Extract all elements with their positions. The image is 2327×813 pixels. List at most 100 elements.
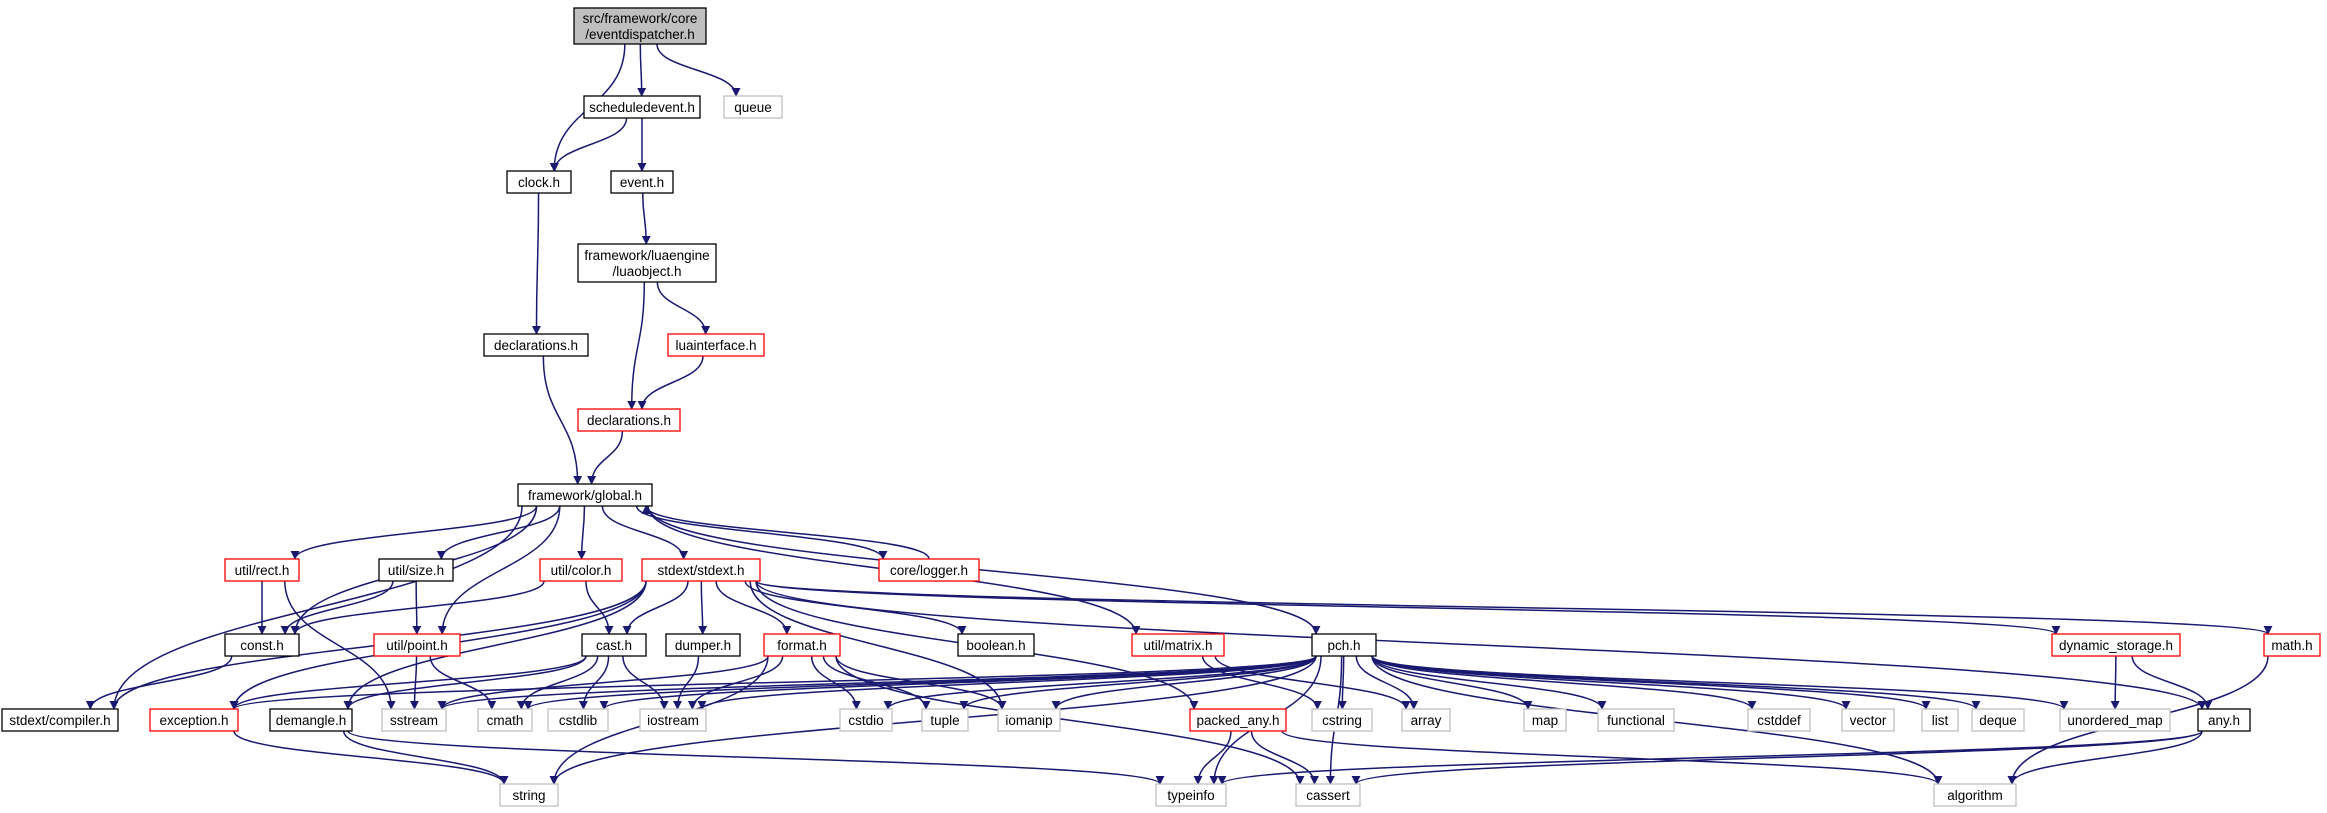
node-label: exception.h bbox=[159, 713, 228, 728]
node-scheduledevent[interactable]: scheduledevent.h bbox=[583, 95, 701, 119]
node-color[interactable]: util/color.h bbox=[539, 558, 623, 582]
node-label: iomanip bbox=[1005, 713, 1052, 728]
edge-pch-to-iomanip bbox=[1051, 655, 1317, 710]
edge-stdext-to-math bbox=[755, 580, 2273, 635]
node-box bbox=[381, 708, 447, 732]
node-map[interactable]: map bbox=[1523, 708, 1567, 732]
node-cstdlib[interactable]: cstdlib bbox=[547, 708, 609, 732]
node-declarations2[interactable]: declarations.h bbox=[577, 408, 681, 432]
node-rect[interactable]: util/rect.h bbox=[224, 558, 300, 582]
node-size[interactable]: util/size.h bbox=[378, 558, 454, 582]
node-tuple[interactable]: tuple bbox=[921, 708, 969, 732]
node-box bbox=[723, 95, 783, 119]
node-box bbox=[1155, 783, 1227, 807]
edge-cast-to-demangle bbox=[343, 655, 587, 710]
node-box bbox=[641, 558, 761, 582]
node-box bbox=[610, 170, 674, 194]
node-string[interactable]: string bbox=[499, 783, 559, 807]
node-label: vector bbox=[1850, 713, 1887, 728]
node-dynstorage[interactable]: dynamic_storage.h bbox=[2051, 633, 2181, 657]
node-box bbox=[763, 633, 841, 657]
node-boolean[interactable]: boolean.h bbox=[957, 633, 1035, 657]
node-label: const.h bbox=[240, 638, 284, 653]
node-math[interactable]: math.h bbox=[2263, 633, 2321, 657]
node-event[interactable]: event.h bbox=[610, 170, 674, 194]
node-box bbox=[2051, 633, 2181, 657]
edge-format-to-iostream bbox=[687, 655, 784, 710]
node-box bbox=[997, 708, 1061, 732]
node-box bbox=[149, 708, 239, 732]
node-const[interactable]: const.h bbox=[224, 633, 300, 657]
edge-packedany-to-typeinfo bbox=[1193, 730, 1232, 785]
node-sstream[interactable]: sstream bbox=[381, 708, 447, 732]
edge-any-to-typeinfo bbox=[1217, 730, 2203, 785]
node-label: cassert bbox=[1306, 788, 1350, 803]
node-stdext[interactable]: stdext/stdext.h bbox=[641, 558, 761, 582]
node-dumper[interactable]: dumper.h bbox=[665, 633, 741, 657]
node-label: dumper.h bbox=[675, 638, 731, 653]
node-queue[interactable]: queue bbox=[723, 95, 783, 119]
node-any[interactable]: any.h bbox=[2197, 708, 2251, 732]
edge-global-to-stdext bbox=[601, 505, 689, 560]
edge-global-to-pch bbox=[647, 505, 1321, 635]
node-cmath[interactable]: cmath bbox=[477, 708, 533, 732]
node-declarations1[interactable]: declarations.h bbox=[483, 333, 589, 357]
node-demangle[interactable]: demangle.h bbox=[269, 708, 353, 732]
node-iomanip[interactable]: iomanip bbox=[997, 708, 1061, 732]
node-box bbox=[839, 708, 893, 732]
node-box bbox=[581, 633, 647, 657]
node-box bbox=[2059, 708, 2171, 732]
node-typeinfo[interactable]: typeinfo bbox=[1155, 783, 1227, 807]
node-point[interactable]: util/point.h bbox=[373, 633, 461, 657]
edge-packedany-to-algorithm bbox=[1281, 730, 1943, 785]
node-label: deque bbox=[1979, 713, 2017, 728]
node-cassert[interactable]: cassert bbox=[1295, 783, 1361, 807]
node-cstdio[interactable]: cstdio bbox=[839, 708, 893, 732]
edge-eventdispatcher-to-scheduledevent bbox=[637, 43, 647, 97]
node-algorithm[interactable]: algorithm bbox=[1933, 783, 2017, 807]
node-global[interactable]: framework/global.h bbox=[517, 483, 653, 507]
node-list[interactable]: list bbox=[1921, 708, 1959, 732]
node-cstddef[interactable]: cstddef bbox=[1747, 708, 1811, 732]
node-label: stdext/compiler.h bbox=[9, 713, 110, 728]
node-deque[interactable]: deque bbox=[1971, 708, 2025, 732]
edge-scheduledevent-to-clock bbox=[549, 117, 628, 172]
node-box bbox=[1841, 708, 1895, 732]
node-box bbox=[2197, 708, 2251, 732]
node-compiler[interactable]: stdext/compiler.h bbox=[1, 708, 119, 732]
node-packedany[interactable]: packed_any.h bbox=[1189, 708, 1287, 732]
node-label: cmath bbox=[487, 713, 524, 728]
node-pch[interactable]: pch.h bbox=[1311, 633, 1377, 657]
node-luaobject[interactable]: framework/luaengine/luaobject.h bbox=[577, 243, 717, 283]
edge-pch-to-cstdlib bbox=[599, 655, 1317, 710]
node-cast[interactable]: cast.h bbox=[581, 633, 647, 657]
node-array[interactable]: array bbox=[1401, 708, 1451, 732]
node-box bbox=[1189, 708, 1287, 732]
edge-pch-to-unorderedmap bbox=[1371, 655, 2069, 710]
dependency-nodes: src/framework/core/eventdispatcher.h sche… bbox=[1, 7, 2321, 807]
node-matrix[interactable]: util/matrix.h bbox=[1131, 633, 1225, 657]
node-vector[interactable]: vector bbox=[1841, 708, 1895, 732]
edge-global-to-rect bbox=[290, 505, 538, 560]
edge-pch-to-tuple bbox=[959, 655, 1317, 710]
node-label: framework/luaengine bbox=[584, 248, 709, 263]
node-logger[interactable]: core/logger.h bbox=[878, 558, 980, 582]
edge-any-to-algorithm bbox=[2007, 730, 2203, 785]
node-unorderedmap[interactable]: unordered_map bbox=[2059, 708, 2171, 732]
edge-clock-to-declarations1 bbox=[531, 192, 541, 335]
node-clock[interactable]: clock.h bbox=[506, 170, 572, 194]
node-label: demangle.h bbox=[276, 713, 347, 728]
node-eventdispatcher[interactable]: src/framework/core/eventdispatcher.h bbox=[573, 7, 707, 45]
node-box bbox=[269, 708, 353, 732]
node-label: functional bbox=[1607, 713, 1665, 728]
node-box bbox=[577, 243, 717, 283]
node-exception[interactable]: exception.h bbox=[149, 708, 239, 732]
node-luainterface[interactable]: luainterface.h bbox=[667, 333, 765, 357]
node-format[interactable]: format.h bbox=[763, 633, 841, 657]
node-iostream[interactable]: iostream bbox=[639, 708, 707, 732]
edge-global-to-logger bbox=[635, 505, 888, 560]
edge-stdext-to-format bbox=[715, 580, 792, 635]
node-cstring[interactable]: cstring bbox=[1311, 708, 1373, 732]
node-functional[interactable]: functional bbox=[1597, 708, 1675, 732]
node-label: declarations.h bbox=[494, 338, 578, 353]
